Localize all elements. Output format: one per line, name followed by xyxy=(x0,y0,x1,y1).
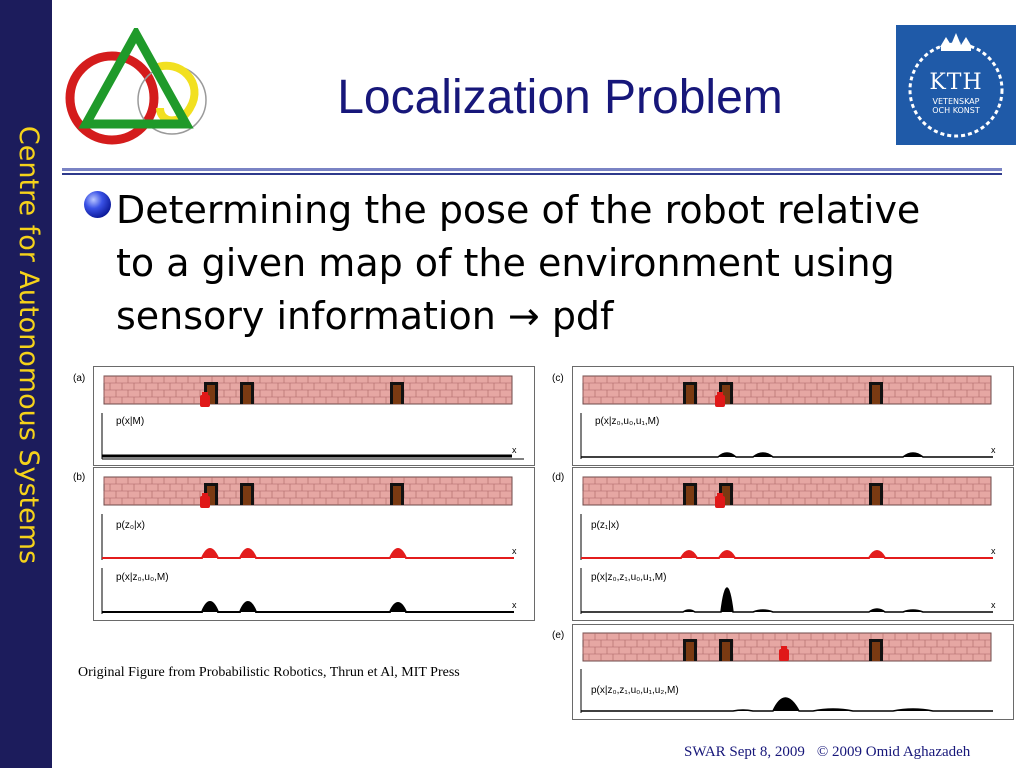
axis-label: x xyxy=(512,445,517,455)
bullet-icon xyxy=(84,191,111,218)
slide-title: Localization Problem xyxy=(337,71,783,124)
door-icon xyxy=(869,639,883,661)
plot-label: p(x|M) xyxy=(116,416,144,427)
kth-logo-name: KTH xyxy=(929,70,983,95)
plot-label: p(x|z₀,z₁,u₀,u₁,M) xyxy=(591,572,666,583)
footer-copyright: © 2009 Omid Aghazadeh xyxy=(816,744,971,760)
panel-a-letter: (a) xyxy=(73,373,86,384)
door-icon xyxy=(240,382,254,404)
brick-wall xyxy=(103,375,513,405)
robot-icon xyxy=(200,493,210,508)
door-icon xyxy=(869,382,883,404)
robot-icon xyxy=(779,646,789,661)
cas-logo xyxy=(65,28,207,145)
panel-a: p(x|M) x xyxy=(93,366,535,466)
brick-wall xyxy=(582,476,992,506)
bullet-text-line-3: sensory information → pdf xyxy=(116,294,614,338)
door-icon xyxy=(240,483,254,505)
panel-d: p(z₁|x) x p(x|z₀,z₁,u₀,u₁,M) x xyxy=(572,467,1014,621)
axis-label: x xyxy=(512,600,517,610)
panel-d-letter: (d) xyxy=(552,472,565,483)
panel-c: p(x|z₀,u₀,u₁,M) x xyxy=(572,366,1014,466)
axis-label: x xyxy=(991,546,996,556)
door-icon xyxy=(869,483,883,505)
side-banner: Centre for Autonomous Systems xyxy=(0,0,52,768)
door-icon xyxy=(683,382,697,404)
plot-label: p(x|z₀,u₀,M) xyxy=(116,572,169,583)
axis-label: x xyxy=(991,445,996,455)
plot-label: p(z₁|x) xyxy=(591,520,619,531)
brick-wall xyxy=(103,476,513,506)
brick-wall xyxy=(582,375,992,405)
slide-footer: SWAR Sept 8, 2009 © 2009 Omid Aghazadeh xyxy=(684,744,970,761)
plot-label: p(z₀|x) xyxy=(116,520,145,531)
plot-label: p(x|z₀,u₀,u₁,M) xyxy=(595,416,659,427)
bullet-text-line-1: Determining the pose of the robot relati… xyxy=(116,188,921,232)
panel-b-letter: (b) xyxy=(73,472,86,483)
door-icon xyxy=(390,382,404,404)
panel-c-letter: (c) xyxy=(552,373,564,384)
axis-label: x xyxy=(512,546,517,556)
robot-icon xyxy=(715,392,725,407)
robot-icon xyxy=(715,493,725,508)
side-banner-label: Centre for Autonomous Systems xyxy=(13,125,44,565)
figure-caption: Original Figure from Probabilistic Robot… xyxy=(78,665,460,680)
title-divider-dark xyxy=(62,173,1002,175)
title-divider xyxy=(62,168,1002,171)
kth-logo: KTH VETENSKAP OCH KONST xyxy=(896,25,1016,145)
door-icon xyxy=(683,639,697,661)
kth-crest-icon xyxy=(908,33,1004,138)
panel-e-letter: (e) xyxy=(552,630,565,641)
axis-label: x xyxy=(991,600,996,610)
plot-label: p(x|z₀,z₁,u₀,u₁,u₂,M) xyxy=(591,685,679,696)
robot-icon xyxy=(200,392,210,407)
kth-logo-motto: VETENSKAP OCH KONST xyxy=(932,97,980,115)
door-icon xyxy=(390,483,404,505)
door-icon xyxy=(683,483,697,505)
panel-b: p(z₀|x) x p(x|z₀,u₀,M) x xyxy=(93,467,535,621)
bullet-text-line-2: to a given map of the environment using xyxy=(116,241,895,285)
panel-e: p(x|z₀,z₁,u₀,u₁,u₂,M) xyxy=(572,624,1014,720)
door-icon xyxy=(719,639,733,661)
footer-event: SWAR Sept 8, 2009 xyxy=(684,744,805,760)
